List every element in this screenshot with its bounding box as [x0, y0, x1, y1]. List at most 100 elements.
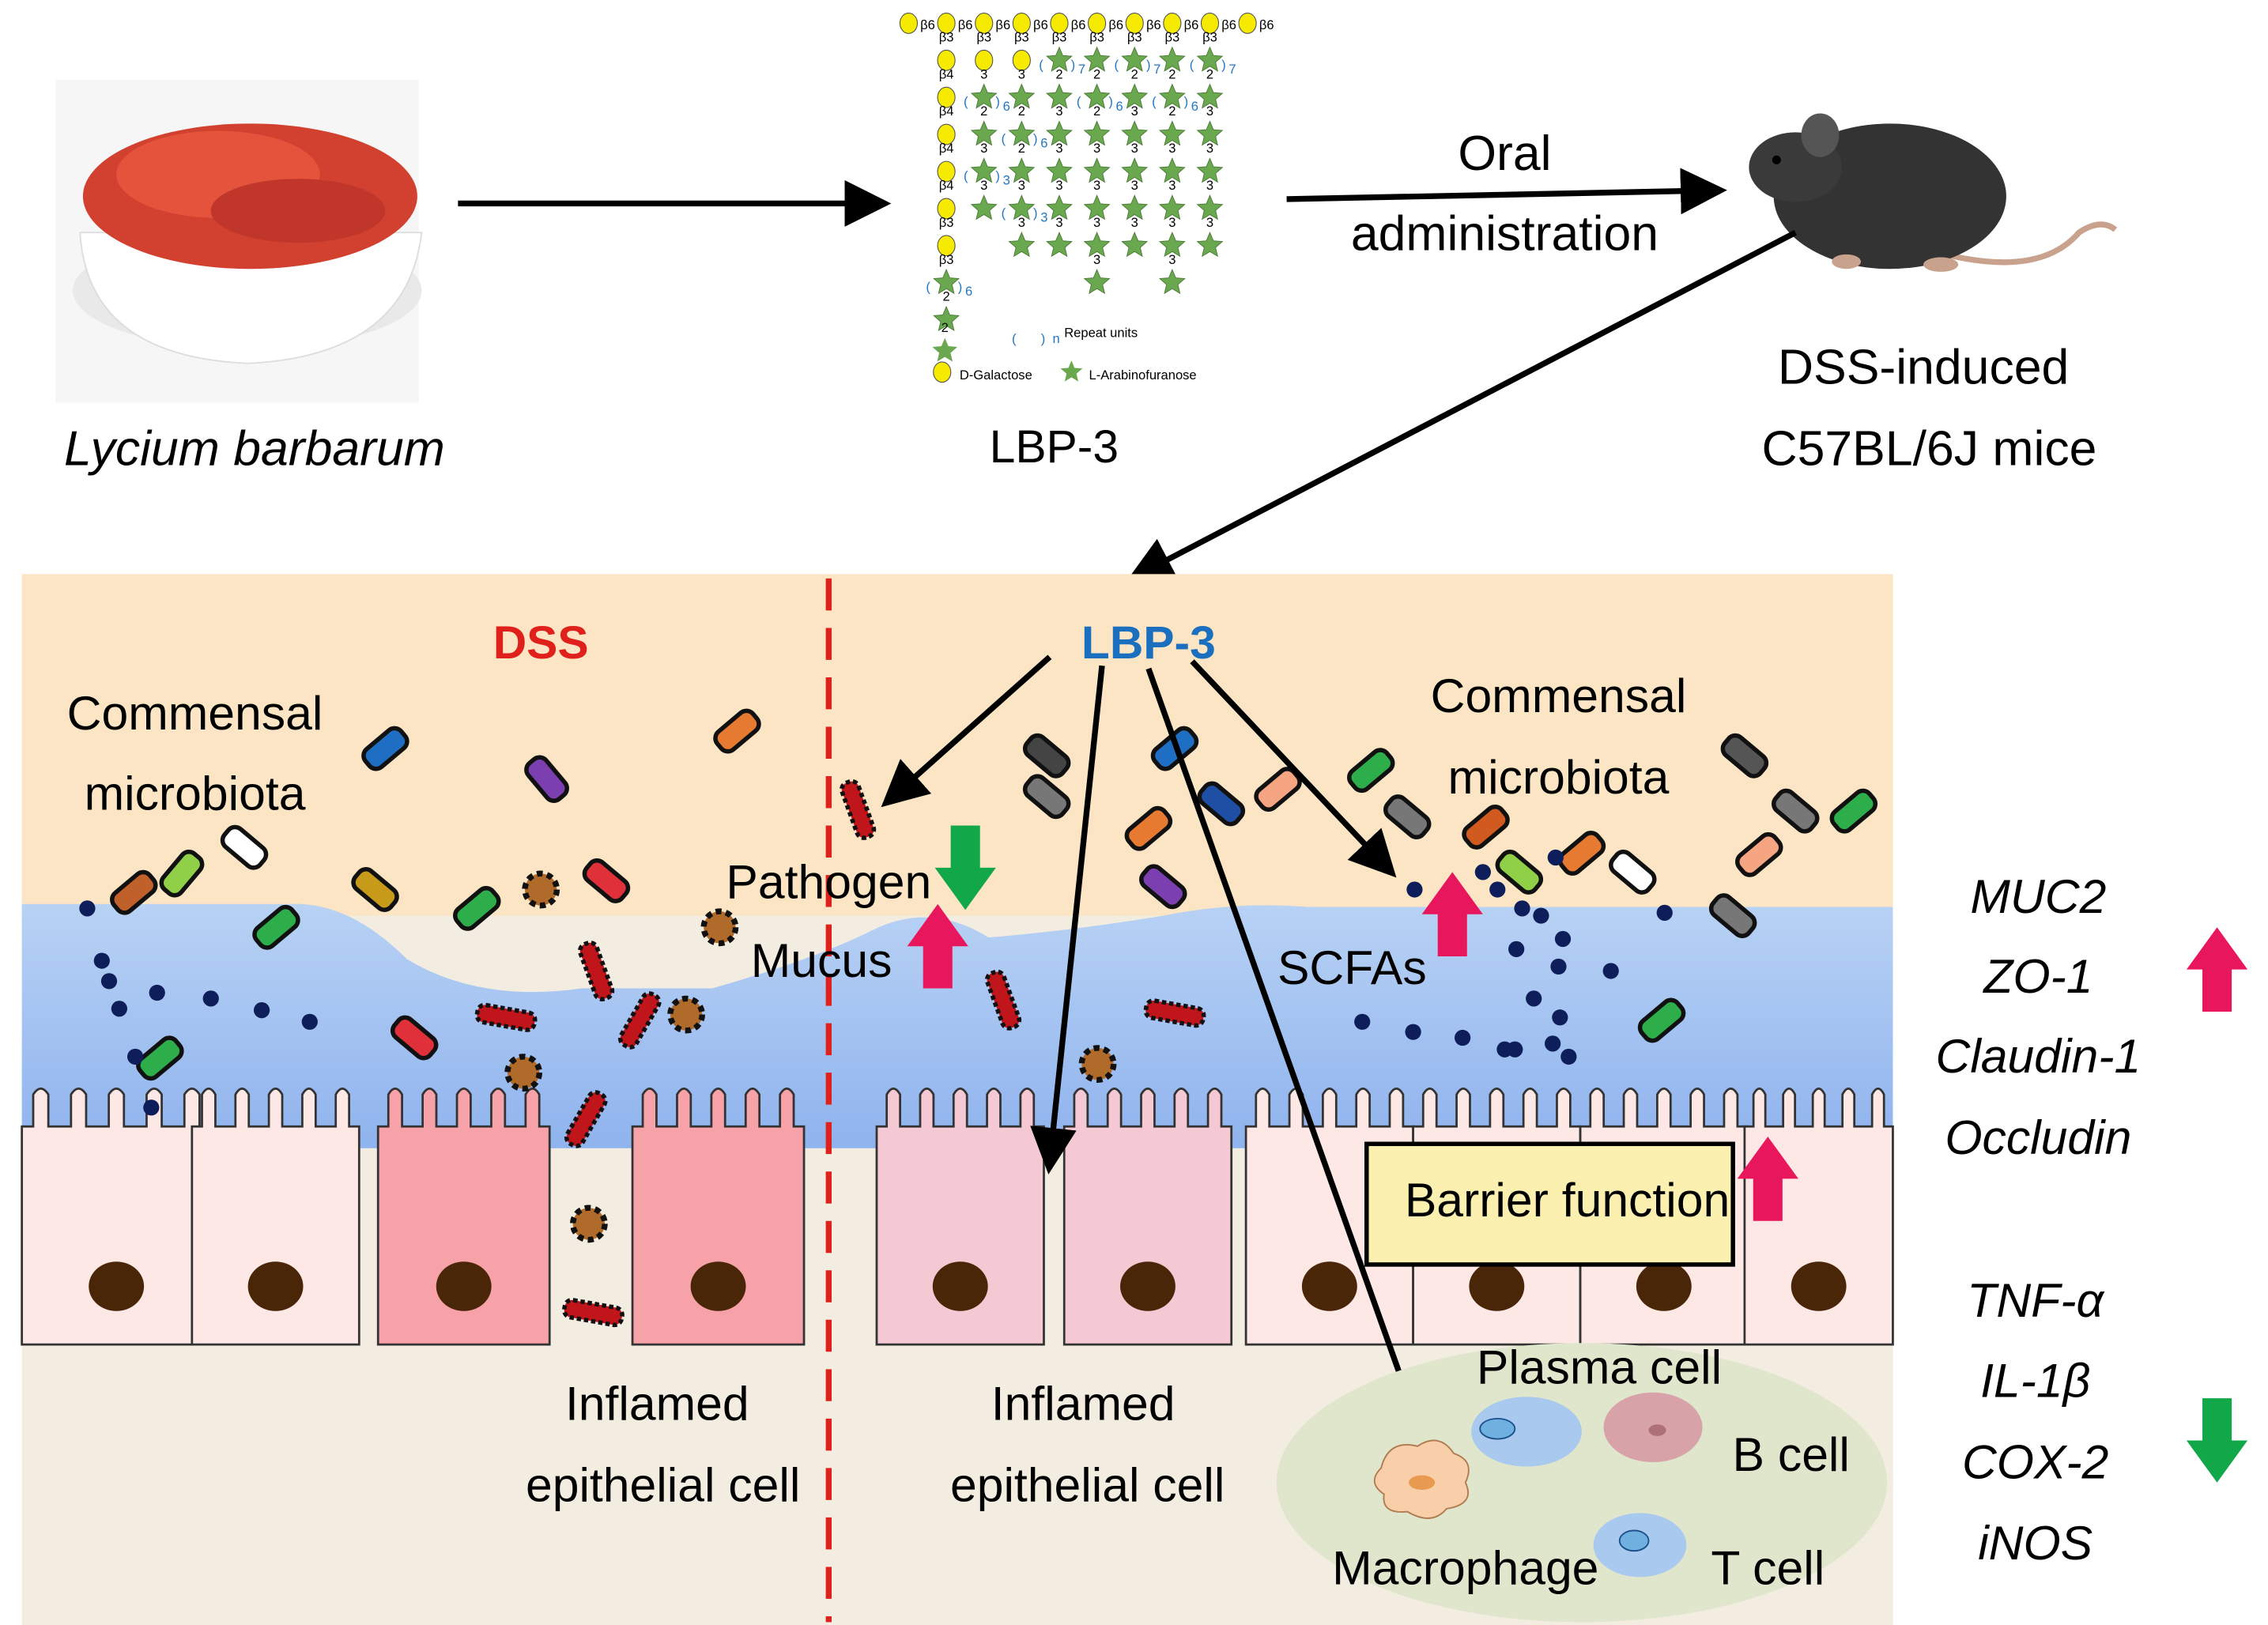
right-commensal-label-1: Commensal: [1431, 669, 1687, 722]
bacterium: [1495, 849, 1544, 895]
right-commensal-label-2: microbiota: [1448, 750, 1670, 804]
immune-cells: [1276, 1343, 1888, 1623]
linkage-label: 3: [1206, 104, 1213, 119]
nucleus: [690, 1261, 746, 1311]
arrow-to-mice: [1286, 168, 1727, 215]
repeat-bracket: ): [1184, 94, 1189, 109]
scfa-molecule: [1547, 849, 1564, 866]
scfa-molecule: [253, 1001, 270, 1019]
linkage-label: 3: [1093, 141, 1100, 156]
linkage-label: 2: [1168, 104, 1176, 119]
scfa-molecule: [1656, 904, 1673, 922]
arabinofuranose-unit: [1083, 120, 1111, 146]
marker-down-inos: iNOS: [1978, 1516, 2093, 1570]
repeat-count: 6: [1040, 136, 1047, 151]
linkage-label: 3: [1168, 178, 1176, 193]
linkage-label: 3: [1206, 141, 1213, 156]
nucleus: [1301, 1261, 1357, 1311]
arabinofuranose-unit: [1008, 194, 1036, 221]
repeat-count: 7: [1153, 62, 1160, 77]
bacterium: [1347, 748, 1395, 794]
linkage-label: β4: [939, 141, 954, 156]
inflamed-mid-label-1: Inflamed: [991, 1377, 1176, 1431]
marker-up-claudin1: Claudin-1: [1936, 1029, 2142, 1083]
arabinofuranose-unit: [1046, 83, 1073, 109]
linkage-label: 3: [1093, 178, 1100, 193]
linkage-label: β4: [939, 104, 954, 119]
arabinofuranose-unit: [970, 194, 998, 221]
scfa-molecule: [1507, 1041, 1523, 1058]
barrier-genes-up-arrow-icon: [2186, 927, 2248, 1012]
nucleus: [1469, 1261, 1525, 1311]
arabinofuranose-unit: [1158, 268, 1186, 295]
linkage-label: 3: [1131, 141, 1138, 156]
galactose-legend-icon: [933, 361, 952, 383]
plasma-cell-label: Plasma cell: [1477, 1340, 1722, 1394]
galactose-unit: [975, 49, 994, 71]
repeat-count: 6: [1116, 99, 1123, 114]
linkage-label: 3: [1168, 215, 1176, 230]
linkage-label: 3: [980, 141, 987, 156]
repeat-bracket: ): [1071, 57, 1076, 72]
arabinofuranose-unit: [932, 337, 958, 362]
repeat-bracket: (: [1002, 205, 1006, 221]
lbp3-panel-label: LBP-3: [1081, 617, 1216, 669]
left-commensal-label-1: Commensal: [67, 686, 323, 740]
epithelial-cell: [376, 1088, 551, 1346]
galactose-legend-label: D-Galactose: [960, 368, 1032, 383]
galactose-unit: [937, 86, 956, 108]
nucleus: [89, 1261, 145, 1311]
galactose-unit: [937, 12, 956, 34]
scfa-molecule: [1602, 963, 1619, 979]
bacterium: [453, 885, 501, 931]
virus-particle: [569, 1205, 608, 1243]
repeat-count: 6: [1003, 99, 1010, 114]
linkage-label: 2: [1093, 66, 1100, 81]
linkage-label: β6: [1033, 17, 1048, 32]
microbiota: [79, 708, 1878, 1328]
route-label-administration: administration: [1351, 205, 1659, 261]
linkage-label: β6: [1108, 17, 1123, 32]
arrow-to-epithelium: [1030, 665, 1105, 1174]
linkage-label: β6: [1221, 17, 1236, 32]
repeat-bracket: ): [995, 94, 1000, 109]
linkage-label: 2: [1131, 66, 1138, 81]
linkage-label: 3: [1055, 215, 1062, 230]
arabinofuranose-unit: [1008, 83, 1036, 109]
cell-body: [21, 1088, 213, 1346]
linkage-label: β3: [976, 29, 991, 44]
scfa-molecule: [143, 1099, 160, 1116]
bacterium: [1735, 831, 1783, 877]
inflamed-mid-label-2: epithelial cell: [950, 1458, 1225, 1512]
repeat-subscript: n: [1053, 331, 1060, 346]
arabinofuranose-unit: [1083, 232, 1111, 258]
repeat-bracket: (: [926, 280, 930, 295]
repeat-count: 3: [1003, 173, 1010, 188]
pathogen-decrease-arrow-icon: [934, 825, 996, 911]
linkage-label: 2: [942, 320, 949, 335]
bacterium: [1609, 849, 1657, 895]
bacterium: [110, 869, 158, 915]
galactose-unit: [1012, 49, 1031, 71]
bacterium: [159, 849, 205, 898]
nucleus: [1636, 1261, 1692, 1311]
repeat-units-label: Repeat units: [1064, 326, 1138, 341]
arabinofuranose-unit: [1121, 83, 1149, 109]
scfa-molecule: [1454, 1029, 1471, 1046]
arabinofuranose-unit: [970, 83, 998, 109]
arabinofuranose-unit: [1046, 232, 1073, 258]
arabinofuranose-unit: [1121, 120, 1149, 146]
macrophage-label: Macrophage: [1332, 1541, 1598, 1595]
scfa-molecule: [202, 990, 219, 1007]
linkage-label: β3: [1202, 29, 1217, 44]
galactose-unit: [1050, 12, 1069, 34]
linkage-label: 3: [1093, 215, 1100, 230]
repeat-bracket: (: [1152, 94, 1157, 109]
repeat-bracket-open: (: [1012, 331, 1017, 346]
linkage-label: 2: [942, 289, 949, 304]
repeat-bracket: (: [1039, 57, 1043, 72]
scfa-molecule: [301, 1013, 318, 1030]
linkage-label: β3: [1089, 29, 1104, 44]
b-cell-label: B cell: [1733, 1427, 1850, 1481]
linkage-label: 3: [1206, 215, 1213, 230]
